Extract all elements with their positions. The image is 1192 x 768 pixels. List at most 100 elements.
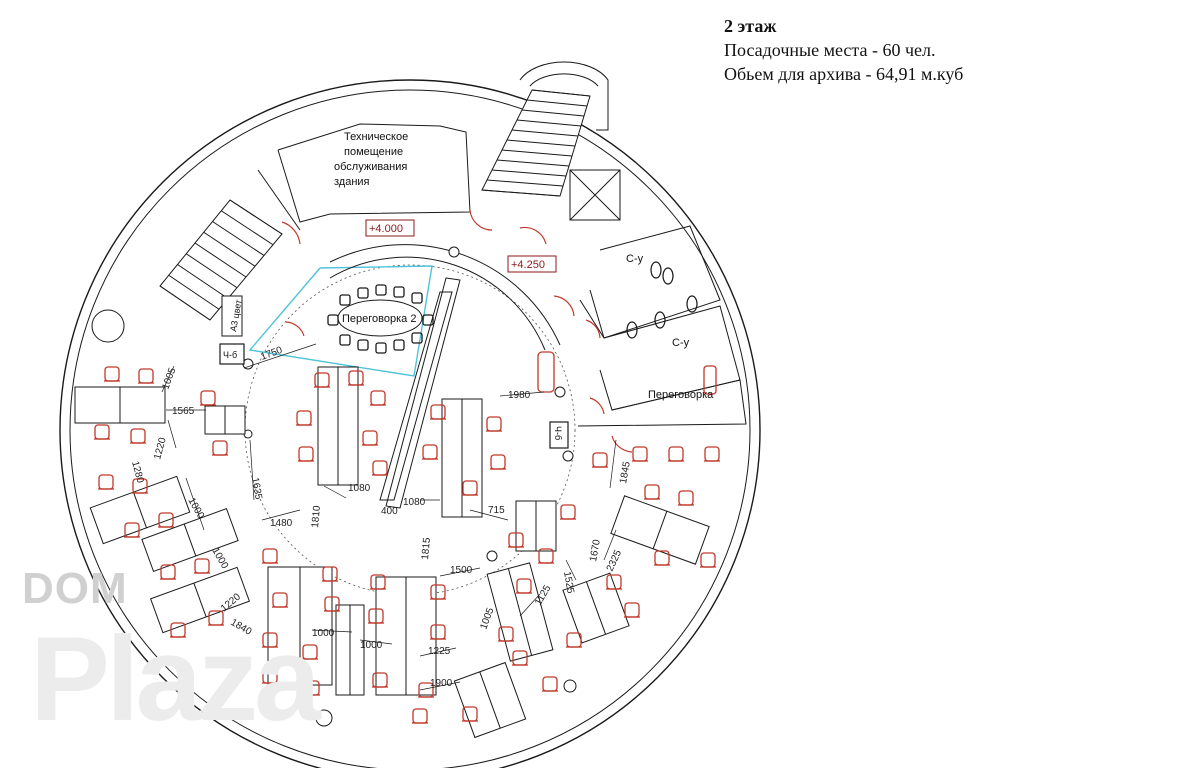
meeting-chair xyxy=(327,314,339,326)
column xyxy=(91,309,125,343)
chair xyxy=(486,416,502,432)
chair-seat xyxy=(104,366,120,382)
door-swing xyxy=(519,226,547,245)
desk-divider xyxy=(585,581,607,635)
meeting-chair xyxy=(339,294,351,306)
chair-seat xyxy=(624,602,640,618)
stair-step xyxy=(521,109,585,117)
stair-step xyxy=(526,99,588,107)
watermark-logo-top: DOM xyxy=(22,564,128,613)
dimension-line xyxy=(323,485,347,499)
chair xyxy=(138,368,154,384)
desk-cluster xyxy=(486,562,554,662)
chair-seat xyxy=(632,446,648,462)
desk-cluster xyxy=(441,398,483,518)
column xyxy=(563,679,577,693)
toilet xyxy=(654,311,666,329)
chair xyxy=(430,624,446,640)
dim-label: 1080 xyxy=(348,483,371,494)
stair-step xyxy=(203,231,256,267)
bw-printer-right: Ч-б xyxy=(549,421,569,449)
chair-seat xyxy=(298,446,314,462)
chair xyxy=(654,550,670,566)
archive-volume: Обьем для архива - 64,91 м.куб xyxy=(724,64,964,84)
dim-label: 1980 xyxy=(508,390,531,401)
toilet xyxy=(686,295,698,313)
chair xyxy=(538,548,554,564)
desk-cluster xyxy=(453,661,527,739)
chair-seat xyxy=(704,446,720,462)
dim-label: 1565 xyxy=(172,406,195,417)
chair xyxy=(542,676,558,692)
central-shelves xyxy=(379,277,461,509)
chair-seat xyxy=(490,454,506,470)
doors xyxy=(281,209,698,453)
stair-step xyxy=(220,210,274,246)
stair-tower xyxy=(481,61,609,197)
dim-label: 715 xyxy=(488,505,505,516)
dimension-lines xyxy=(161,343,617,691)
technical-room-label-4: здания xyxy=(334,176,370,188)
inner-core xyxy=(244,264,576,596)
chair xyxy=(208,610,224,626)
chair-seat xyxy=(370,390,386,406)
door-swing xyxy=(585,319,601,339)
stair-step xyxy=(516,119,582,127)
desk-cluster xyxy=(375,576,437,696)
desk-divider xyxy=(479,671,501,729)
chair xyxy=(272,592,288,608)
dimension-line xyxy=(359,639,393,645)
chair xyxy=(644,484,660,500)
chair xyxy=(194,558,210,574)
corridor-arc xyxy=(329,244,561,351)
dim-label: 1500 xyxy=(450,565,473,576)
desk-divider xyxy=(507,568,533,656)
dimension-line xyxy=(161,365,175,393)
chair xyxy=(372,460,388,476)
chair xyxy=(104,366,120,382)
stair-step xyxy=(506,139,576,147)
chair-seat xyxy=(412,708,428,724)
column xyxy=(554,386,566,398)
chair xyxy=(322,566,338,582)
desks xyxy=(74,366,710,739)
desk-cluster xyxy=(141,507,239,573)
chair xyxy=(362,430,378,446)
dimension-line xyxy=(249,439,255,501)
chair xyxy=(132,478,148,494)
chair xyxy=(302,644,318,660)
wc-bottom-label: С-у xyxy=(672,337,690,349)
dimension-line xyxy=(519,593,541,617)
bw-printer-right-label: Ч-б xyxy=(553,426,563,440)
sofa xyxy=(703,365,717,395)
seats-count: Посадочные места - 60 чел. xyxy=(724,40,936,60)
chair xyxy=(160,564,176,580)
chair-seat xyxy=(212,440,228,456)
stair-step xyxy=(229,199,283,235)
chair-seat xyxy=(98,474,114,490)
desk-cluster xyxy=(267,566,333,686)
chair xyxy=(430,404,446,420)
toilet xyxy=(626,321,638,339)
dim-label: 2325 xyxy=(605,548,625,573)
meeting-chair xyxy=(422,314,434,326)
chair-seat xyxy=(372,460,388,476)
floor-title: 2 этаж xyxy=(724,16,777,36)
dimension-line xyxy=(167,419,177,449)
dimension-line xyxy=(565,559,577,581)
chair xyxy=(516,578,532,594)
chair xyxy=(314,372,330,388)
chair xyxy=(200,390,216,406)
stair-step xyxy=(496,159,570,167)
chair xyxy=(512,650,528,666)
dim-label: 1005 xyxy=(160,366,178,391)
chair-seat xyxy=(422,444,438,460)
chair xyxy=(370,390,386,406)
desk-divider xyxy=(133,491,147,529)
chair xyxy=(462,706,478,722)
dim-label: 1225 xyxy=(428,646,451,657)
door-swing xyxy=(553,295,575,317)
stair-step xyxy=(194,242,247,278)
dim-label: 1280 xyxy=(129,460,145,485)
chair-seat xyxy=(194,558,210,574)
